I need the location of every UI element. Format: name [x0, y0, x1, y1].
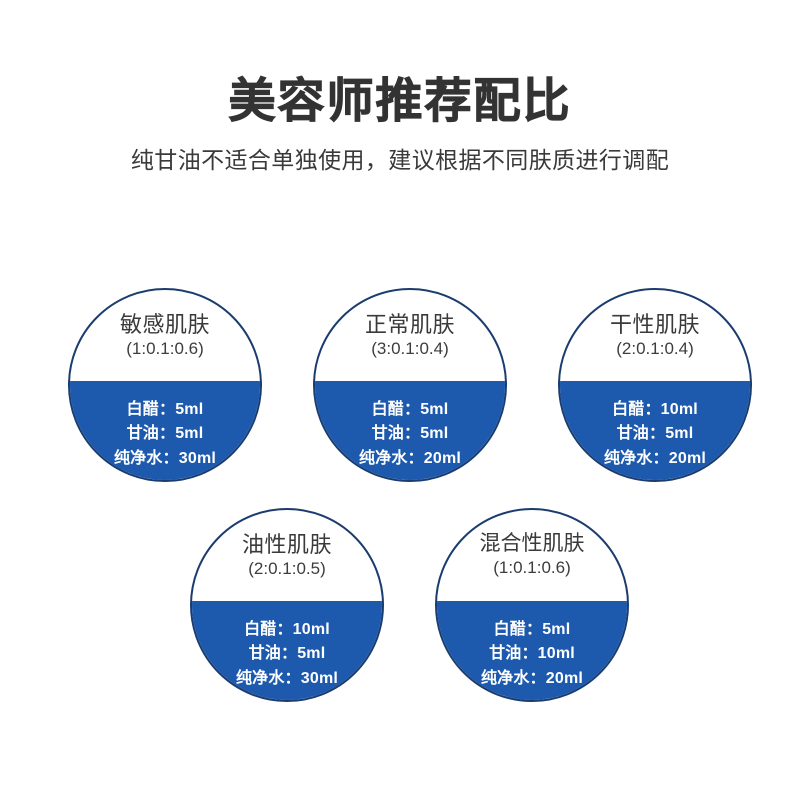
skin-type-label: 正常肌肤: [364, 312, 455, 337]
page-title: 美容师推荐配比: [228, 74, 572, 127]
recipe-circle-oily-skin: 油性肌肤 (2:0.1:0.5) 白醋：10ml 甘油：5ml 纯净水：30ml: [190, 508, 384, 702]
skin-type-label: 干性肌肤: [609, 312, 700, 337]
recipe-line-glycerin: 甘油：5ml: [371, 425, 449, 443]
circle-blue-fill: [437, 601, 627, 700]
recipe-line-water: 纯净水：20ml: [480, 669, 584, 687]
circle-blue-fill: [192, 601, 382, 700]
circle-content: 混合性肌肤 (1:0.1:0.6) 白醋：5ml 甘油：10ml 纯净水：20m…: [437, 510, 627, 700]
recipe-circle-dry-skin: 干性肌肤 (2:0.1:0.4) 白醋：10ml 甘油：5ml 纯净水：20ml: [558, 288, 752, 482]
header: 美容师推荐配比 纯甘油不适合单独使用，建议根据不同肤质进行调配: [0, 0, 800, 174]
recipe-line-water: 纯净水：20ml: [603, 449, 707, 467]
circle-recipe: 白醋：10ml 甘油：5ml 纯净水：20ml: [560, 398, 750, 471]
page-subtitle: 纯甘油不适合单独使用，建议根据不同肤质进行调配: [130, 146, 670, 173]
skin-type-label: 混合性肌肤: [479, 532, 585, 555]
circle-content: 敏感肌肤 (1:0.1:0.6) 白醋：5ml 甘油：5ml 纯净水：30ml: [70, 290, 260, 480]
circle-content: 正常肌肤 (3:0.1:0.4) 白醋：5ml 甘油：5ml 纯净水：20ml: [315, 290, 505, 480]
circle-blue-fill: [315, 381, 505, 480]
recipe-line-glycerin: 甘油：5ml: [126, 425, 204, 443]
circle-header: 干性肌肤 (2:0.1:0.4): [560, 312, 750, 361]
recipe-circle-combination-skin: 混合性肌肤 (1:0.1:0.6) 白醋：5ml 甘油：10ml 纯净水：20m…: [435, 508, 629, 702]
circle-content: 油性肌肤 (2:0.1:0.5) 白醋：10ml 甘油：5ml 纯净水：30ml: [192, 510, 382, 700]
recipe-line-glycerin: 甘油：10ml: [489, 645, 575, 663]
circle-blue-fill: [70, 381, 260, 480]
recipe-line-vinegar: 白醋：10ml: [612, 401, 698, 418]
circle-recipe: 白醋：5ml 甘油：10ml 纯净水：20ml: [437, 618, 627, 691]
skin-type-label: 敏感肌肤: [119, 312, 210, 337]
circle-recipe: 白醋：5ml 甘油：5ml 纯净水：30ml: [70, 398, 260, 471]
circle-header: 敏感肌肤 (1:0.1:0.6): [70, 312, 260, 361]
skin-type-label: 油性肌肤: [241, 532, 332, 557]
circle-header: 正常肌肤 (3:0.1:0.4): [315, 312, 505, 361]
skin-ratio-label: (2:0.1:0.5): [248, 558, 326, 578]
skin-ratio-label: (2:0.1:0.4): [616, 338, 694, 358]
recipe-line-vinegar: 白醋：5ml: [126, 401, 204, 418]
circle-header: 混合性肌肤 (1:0.1:0.6): [437, 532, 627, 580]
circle-blue-fill: [560, 381, 750, 480]
circle-recipe: 白醋：10ml 甘油：5ml 纯净水：30ml: [192, 618, 382, 691]
skin-ratio-label: (1:0.1:0.6): [493, 557, 571, 577]
recipe-line-water: 纯净水：20ml: [358, 449, 462, 467]
recipe-circle-normal-skin: 正常肌肤 (3:0.1:0.4) 白醋：5ml 甘油：5ml 纯净水：20ml: [313, 288, 507, 482]
recipe-line-water: 纯净水：30ml: [235, 669, 339, 687]
recipe-line-glycerin: 甘油：5ml: [248, 645, 326, 663]
recipe-line-vinegar: 白醋：5ml: [371, 401, 449, 418]
circle-content: 干性肌肤 (2:0.1:0.4) 白醋：10ml 甘油：5ml 纯净水：20ml: [560, 290, 750, 480]
recipe-line-glycerin: 甘油：5ml: [616, 425, 694, 443]
circle-header: 油性肌肤 (2:0.1:0.5): [192, 532, 382, 581]
recipe-circle-sensitive-skin: 敏感肌肤 (1:0.1:0.6) 白醋：5ml 甘油：5ml 纯净水：30ml: [68, 288, 262, 482]
recipe-line-vinegar: 白醋：5ml: [493, 621, 571, 638]
recipe-line-vinegar: 白醋：10ml: [244, 621, 330, 638]
skin-ratio-label: (3:0.1:0.4): [371, 338, 449, 358]
circle-recipe: 白醋：5ml 甘油：5ml 纯净水：20ml: [315, 398, 505, 471]
skin-ratio-label: (1:0.1:0.6): [126, 338, 204, 358]
recipe-line-water: 纯净水：30ml: [113, 449, 217, 467]
